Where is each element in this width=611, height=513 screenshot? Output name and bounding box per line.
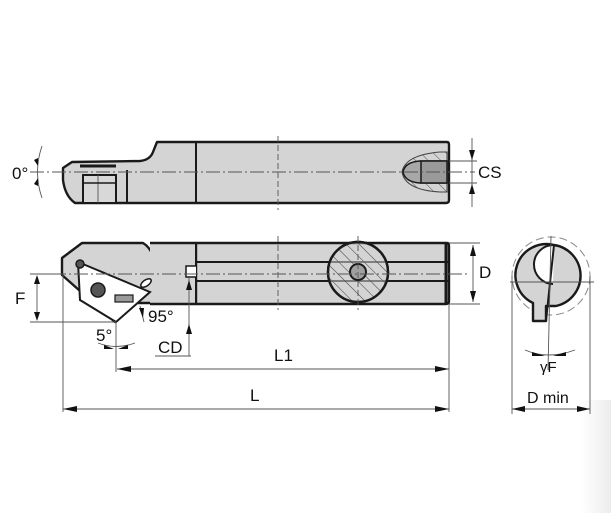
l1-label: L1 xyxy=(274,346,293,365)
d-min-label: D min xyxy=(527,390,569,407)
top-view-body xyxy=(61,140,451,205)
insert-pocket xyxy=(82,174,117,204)
angle-5-label: 5° xyxy=(96,326,112,345)
angle-95-label: 95° xyxy=(148,307,174,326)
corner-shading xyxy=(581,400,611,513)
top-view: 0° CS xyxy=(12,136,502,210)
side-view: F 95° 5° CD D L1 L xyxy=(15,236,491,412)
cd-label: CD xyxy=(158,338,183,357)
d-label: D xyxy=(479,263,491,282)
f-label: F xyxy=(15,289,25,308)
cs-label: CS xyxy=(478,163,502,182)
side-view-shank xyxy=(194,241,451,306)
end-view: γF D min xyxy=(510,235,594,414)
angle-zero-label: 0° xyxy=(12,164,28,183)
l-label: L xyxy=(250,386,259,405)
gamma-f-label: γF xyxy=(540,359,557,376)
insert-screw xyxy=(90,282,106,298)
